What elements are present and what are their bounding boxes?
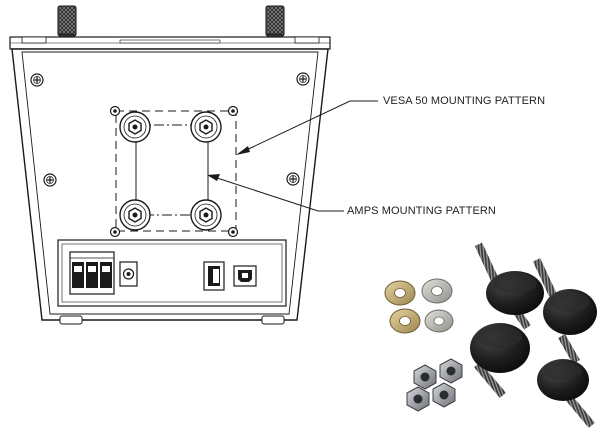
usb-b-port-icon (233, 265, 257, 287)
vesa-hole-bottom-right (227, 226, 239, 238)
hex-nut-icon (413, 364, 437, 390)
phillips-screw-icon (30, 73, 44, 87)
power-terminal-block-icon (69, 251, 115, 295)
phillips-screw-icon (286, 172, 300, 186)
vesa-hole-top-right (227, 105, 239, 117)
dc-jack-icon (119, 261, 138, 287)
rubber-isolator-mount-icon (543, 289, 597, 335)
standoff-boss-bottom-left (119, 199, 151, 231)
standoff-boss-top-right (190, 111, 222, 143)
top-flange (9, 36, 331, 50)
vesa-hole-top-left (109, 105, 121, 117)
washer-icon (389, 308, 421, 334)
vesa-hole-bottom-left (109, 226, 121, 238)
hex-nut-icon (432, 382, 456, 408)
vesa-callout-leader (236, 100, 378, 155)
thumbscrew-right (265, 5, 285, 41)
standoff-boss-top-left (119, 111, 151, 143)
phillips-screw-icon (43, 173, 57, 187)
bottom-feet (59, 315, 285, 325)
rubber-isolator-mount-icon (470, 323, 530, 373)
usb-a-port-icon (203, 261, 225, 291)
washer-icon (424, 309, 454, 333)
amps-pattern-outline (135, 124, 209, 216)
thumbscrew-left (57, 5, 77, 41)
phillips-screw-icon (296, 72, 310, 86)
hex-nut-icon (439, 358, 463, 384)
amps-callout-leader (207, 174, 344, 212)
washer-icon (384, 280, 416, 306)
vesa-pattern-label: VESA 50 MOUNTING PATTERN (383, 95, 546, 107)
washer-icon (421, 278, 453, 304)
vesa-50-pattern-outline (115, 110, 237, 232)
rubber-isolator-mount-icon (486, 271, 544, 315)
standoff-boss-bottom-right (190, 199, 222, 231)
amps-pattern-label: AMPS MOUNTING PATTERN (347, 205, 496, 217)
hex-nut-icon (406, 386, 430, 412)
rubber-isolator-mount-icon (537, 359, 589, 401)
hardware-kit-photo (384, 242, 597, 428)
